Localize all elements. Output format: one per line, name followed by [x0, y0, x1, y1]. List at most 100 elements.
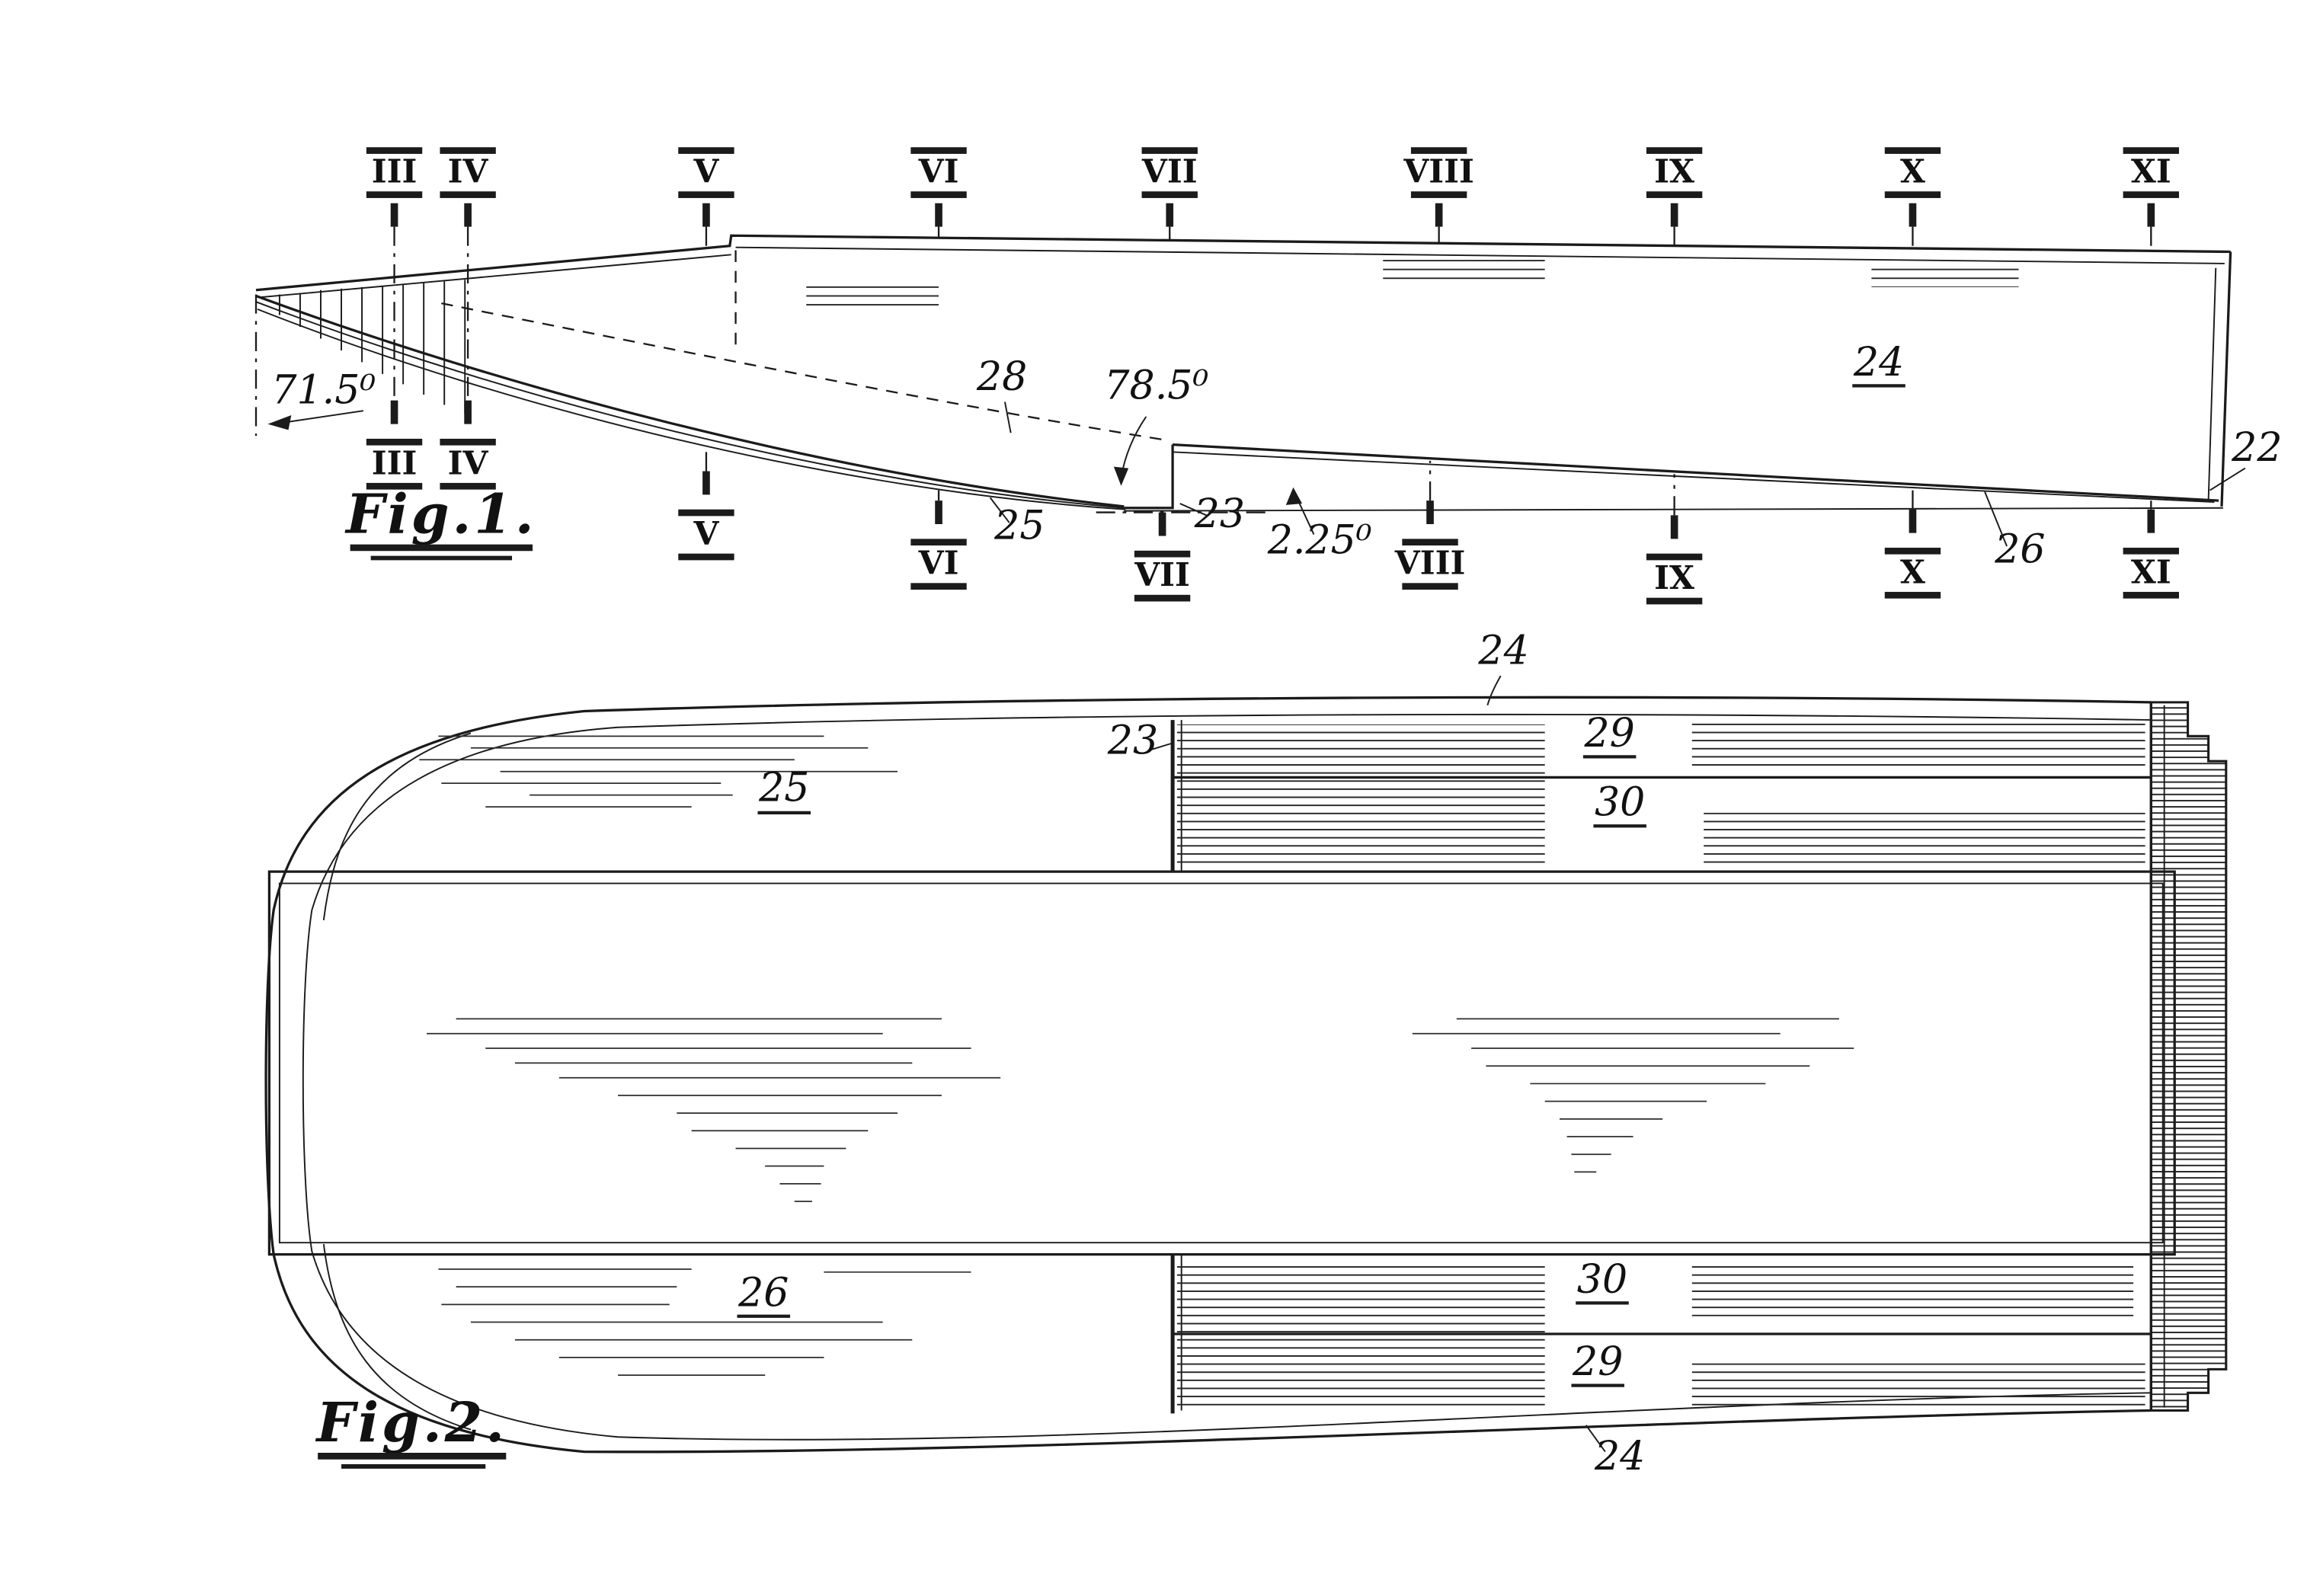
label-plank-outer-bottom: 29	[1572, 1339, 1623, 1385]
section-marker: V	[678, 147, 734, 246]
transom-edge	[2220, 251, 2232, 507]
label-deck-edge-bottom: 24	[1594, 1434, 1645, 1479]
section-marker: XI	[2123, 147, 2179, 252]
hidden-chine-line	[441, 302, 1167, 442]
label-plank-inner-top: 30	[1595, 780, 1645, 826]
section-marker: VII	[1141, 147, 1198, 241]
fig2-annotations: 24 23 25 29 30 26 30 29 24	[737, 628, 1646, 1479]
section-marker-label: XI	[2131, 553, 2171, 591]
fig1-caption: Fig.1.	[344, 482, 536, 561]
figure-1: III IV V VI VII VIII IX X XI	[254, 147, 2283, 605]
step-face	[1124, 444, 1174, 510]
section-marker-label: X	[1900, 153, 1925, 191]
section-marker-label: VIII	[1403, 153, 1474, 191]
label-step-angle: 78.5⁰	[1104, 363, 1208, 409]
section-marker: X	[1885, 487, 1941, 599]
label-hull-side: 24	[1853, 340, 1904, 385]
transom-rim	[2149, 701, 2228, 1412]
section-marker: VI	[910, 147, 966, 239]
forebody-bottom-curve	[255, 294, 1125, 508]
transom-inner-edge	[2207, 267, 2217, 501]
section-marker-label: VII	[1134, 556, 1190, 594]
grain-forebody-top	[419, 735, 898, 808]
planform-inner-line	[302, 713, 2152, 1441]
bow-lamination-arc	[322, 732, 472, 921]
label-plank-inner-bottom: 30	[1577, 1257, 1627, 1303]
planking-hatch	[1176, 724, 1545, 866]
bow-lamination-strokes	[278, 280, 466, 414]
section-marker: XI	[2123, 501, 2179, 599]
hull-shading-patch	[806, 283, 939, 306]
label-afterbody-angle: 2.25⁰	[1267, 518, 1372, 564]
section-marker-label: VI	[918, 545, 959, 583]
planking-hatch	[1704, 812, 2145, 866]
label-forebody-starboard: 26	[738, 1270, 789, 1316]
section-marker-label: V	[693, 515, 719, 553]
arrowhead	[267, 415, 292, 430]
fig1-section-markers-top: III IV V VI VII VIII IX X XI	[366, 147, 2179, 398]
hull-shading-patch	[1871, 264, 2019, 287]
section-marker-label: VII	[1141, 153, 1198, 191]
section-marker: VII	[1134, 513, 1190, 602]
fig1-hull	[254, 234, 2232, 513]
section-marker-label: IX	[1654, 559, 1694, 597]
section-marker: III	[366, 401, 422, 490]
label-forebody-port: 25	[758, 765, 809, 811]
afterbody-bottom-line-2	[1173, 451, 2215, 504]
section-marker: VIII	[1403, 147, 1474, 243]
fig1-section-markers-bottom: III IV V VI VII VIII IX X XI	[366, 401, 2179, 605]
main-plank-inner-outline	[278, 882, 2164, 1244]
arrowhead	[1285, 487, 1303, 505]
section-marker: X	[1885, 147, 1941, 249]
figure-caption: Fig.2.	[315, 1390, 507, 1454]
deck-inner-line-aft	[735, 246, 2225, 264]
figure-2: 24 23 25 29 30 26 30 29 24 Fig.2.	[264, 628, 2228, 1479]
label-transom: 22	[2231, 425, 2282, 471]
fig1-annotations: 71.5⁰ 28 78.5⁰ 23 25 2.25⁰ 24 22 26	[267, 340, 2283, 572]
section-marker: VIII	[1394, 460, 1466, 590]
label-chine: 28	[976, 354, 1027, 400]
section-marker-label: X	[1900, 553, 1925, 591]
planform-outline	[264, 696, 2152, 1454]
section-marker-label: III	[372, 153, 418, 191]
planking-hatch	[1691, 721, 2145, 772]
sheer-line	[255, 234, 2231, 292]
section-marker: IX	[1646, 147, 1702, 246]
section-marker-label: IX	[1654, 153, 1694, 191]
label-step: 23	[1194, 491, 1245, 537]
afterbody-bottom-line	[1173, 443, 2219, 502]
label-plank-outer-top: 29	[1583, 711, 1634, 756]
section-marker: III	[366, 147, 422, 398]
label-forebody: 25	[994, 503, 1045, 549]
arrowhead	[1113, 466, 1129, 486]
figure-caption: Fig.1.	[344, 482, 536, 546]
section-marker-label: XI	[2131, 153, 2171, 191]
label-step: 23	[1107, 718, 1158, 764]
planking-hatch	[1691, 1263, 2134, 1316]
section-marker-label: VIII	[1394, 545, 1466, 583]
deck-inner-line-bow	[258, 254, 731, 299]
section-marker-label: IV	[448, 153, 489, 191]
planking-hatch	[1691, 1363, 2145, 1411]
section-marker-label: III	[372, 444, 418, 482]
bow-lamination-arc	[322, 1243, 472, 1431]
planking-hatch	[1176, 1260, 1545, 1411]
section-marker: IV	[440, 147, 495, 398]
section-marker: VI	[910, 490, 966, 590]
section-marker-label: V	[693, 153, 719, 191]
forebody-bottom-curve-3	[257, 308, 1126, 510]
section-marker: IV	[440, 401, 495, 490]
section-marker-label: VI	[918, 153, 959, 191]
grain-main-plank-right	[1412, 1018, 1854, 1173]
section-marker-label: IV	[448, 444, 489, 482]
hull-shading-patch	[1383, 256, 1545, 280]
forebody-bottom-curve-2	[255, 301, 1125, 509]
grain-forebody-bottom	[438, 1268, 971, 1376]
section-marker: V	[678, 450, 734, 560]
label-bow-angle: 71.5⁰	[271, 368, 376, 414]
label-deck-edge-top: 24	[1477, 628, 1528, 674]
fig2-caption: Fig.2.	[315, 1390, 507, 1469]
grain-main-plank-left	[427, 1018, 1001, 1202]
